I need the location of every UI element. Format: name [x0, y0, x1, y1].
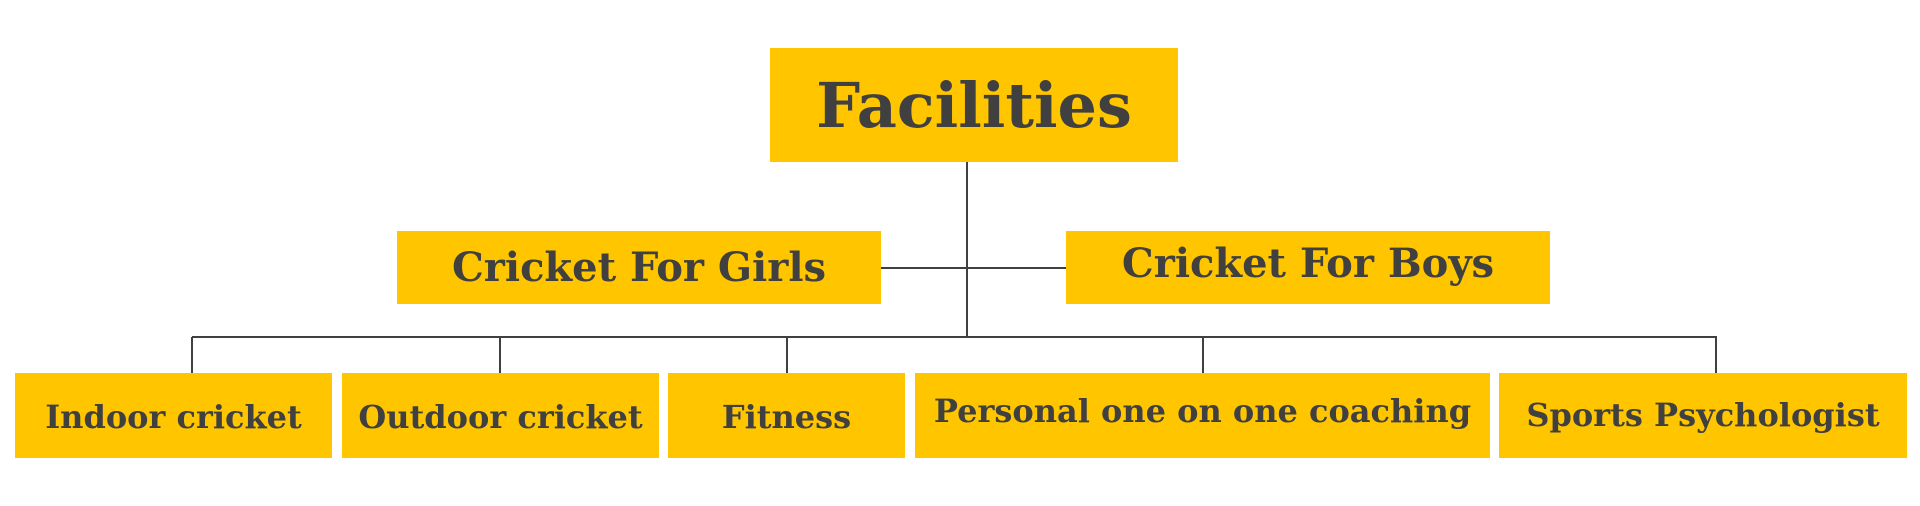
node-facilities-label: Facilities: [816, 68, 1132, 142]
node-indoor-cricket-label: Indoor cricket: [45, 397, 302, 436]
node-outdoor-cricket-label: Outdoor cricket: [358, 397, 643, 436]
node-personal-coaching-label: Personal one on one coaching: [933, 391, 1472, 430]
node-outdoor-cricket: Outdoor cricket: [342, 373, 659, 458]
node-cricket-for-girls: Cricket For Girls: [397, 231, 881, 304]
node-sports-psychologist: Sports Psychologist: [1499, 373, 1907, 458]
node-fitness: Fitness: [668, 373, 905, 458]
node-cricket-for-boys: Cricket For Boys: [1066, 231, 1550, 304]
node-sports-psychologist-label: Sports Psychologist: [1526, 395, 1880, 434]
node-fitness-label: Fitness: [721, 397, 852, 436]
node-cricket-for-girls-label: Cricket For Girls: [451, 244, 827, 291]
node-personal-coaching: Personal one on one coaching: [915, 373, 1490, 458]
node-cricket-for-boys-label: Cricket For Boys: [1121, 240, 1495, 287]
node-facilities: Facilities: [770, 48, 1178, 162]
node-indoor-cricket: Indoor cricket: [15, 373, 332, 458]
